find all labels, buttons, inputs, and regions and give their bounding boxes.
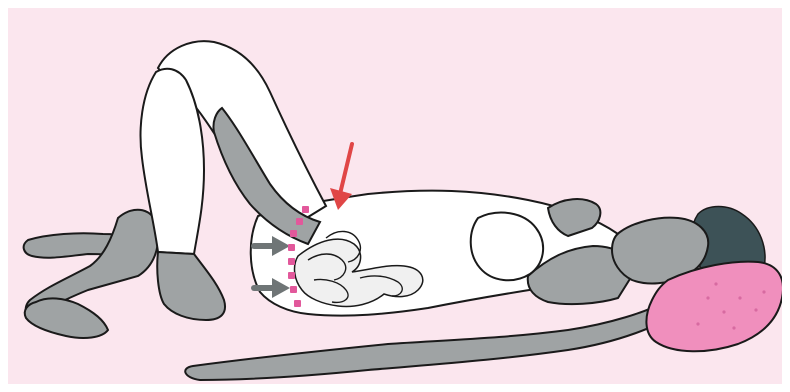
illustration-canvas <box>8 8 782 384</box>
chest <box>471 213 543 281</box>
lying-person-illustration <box>8 8 782 384</box>
